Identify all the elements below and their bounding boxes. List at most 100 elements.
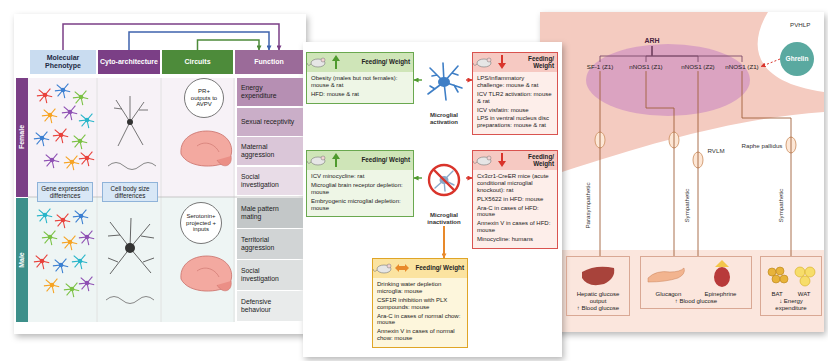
node-text: ICV visfatin: mouse	[477, 107, 553, 114]
column-header: Molecular Phenotype	[30, 50, 96, 74]
node-text: Feeding/ Weight	[361, 58, 410, 65]
node-text: PR+ outputs to AVPV	[188, 88, 220, 109]
left-panel-part	[14, 14, 306, 334]
node-text: Feeding/ Weight	[361, 156, 410, 163]
mouse-icon-part	[373, 264, 391, 273]
node-text: Epinephrine	[704, 291, 736, 298]
connector	[600, 46, 652, 62]
node-text: Microglial brain receptor depletion: mou…	[311, 182, 409, 196]
node-text: ↑ Blood glucose	[570, 305, 626, 312]
function-cell: Maternal aggression	[237, 137, 303, 165]
organ-illustrations	[582, 260, 815, 287]
function-cell: Male pattern mating	[237, 198, 303, 228]
box-headers	[307, 53, 558, 279]
neuron-label: SF-1 (Z1)	[581, 62, 619, 71]
node-text: Hepatic glucose output	[570, 291, 626, 305]
organ-illustrations-part	[772, 275, 780, 283]
box-header: Feeding/ Weight	[472, 150, 558, 170]
mouse-icon-part	[473, 156, 491, 165]
node-text: Molecular Phenotype	[32, 54, 94, 70]
node-text: ARH	[636, 37, 668, 45]
node-text: BAT	[772, 291, 783, 298]
sex-band: Male	[16, 198, 28, 322]
box-header: Feeding/ Weight	[472, 52, 558, 72]
microglia-state: Microglial activation	[422, 58, 466, 126]
molecular-neurons	[34, 84, 94, 297]
column-header: Cyto-architecture	[98, 50, 160, 74]
right-panel-part	[540, 250, 824, 332]
connector	[129, 32, 269, 50]
middle-panel-part	[303, 42, 562, 357]
evidence-box: Feeding/ WeightCx3cr1-CreER mice (acute …	[472, 150, 558, 249]
box-header: Feeding/ Weight	[372, 258, 468, 278]
node-text: nNOS1 (Z1)	[723, 63, 761, 70]
connector	[652, 46, 698, 62]
node-text: Maternal aggression	[241, 143, 299, 159]
molecular-neurons-part	[73, 210, 88, 224]
left-panel	[14, 14, 306, 334]
left-panel-part	[97, 78, 98, 322]
molecular-neurons-part	[62, 106, 77, 120]
left-panel-part	[234, 78, 235, 322]
cyto-neurons-part	[106, 297, 154, 304]
connector	[63, 24, 279, 50]
microglia-state: Microglial inactivation	[422, 150, 466, 226]
left-panel-part	[161, 78, 162, 322]
node-text: Ara-C in cases of normal chow: mouse	[377, 313, 463, 327]
node-text: Ghrelin	[786, 55, 809, 62]
neuron-label: nNOS1 (Z1)	[627, 62, 665, 71]
molecular-neurons-part	[55, 84, 70, 98]
mouse-icon-part-part	[477, 59, 491, 67]
molecular-neurons-part	[72, 255, 87, 269]
node-text: Annexin V in cases of normal chow: mouse	[377, 328, 463, 342]
cyto-neurons-part	[125, 243, 135, 253]
node-text: WAT	[798, 291, 811, 298]
mouse-icon-part-part	[487, 58, 491, 62]
column-header: Function	[235, 50, 303, 74]
right-panel-part	[540, 12, 824, 332]
neuron-label: nNOS1 (Z1)	[723, 62, 761, 71]
right-panel-part	[540, 12, 824, 176]
box-headers-part	[307, 151, 414, 171]
trend-arrow-icon-part	[498, 55, 506, 69]
connector	[742, 71, 791, 256]
box-headers-part	[473, 151, 558, 171]
function-cell: Sexual receptivity	[237, 108, 303, 136]
organ-illustrations-part	[776, 267, 784, 275]
node-text: Cyto-architecture	[100, 58, 158, 66]
brain-sagittal-part	[197, 143, 219, 152]
mouse-icon-part-part	[477, 157, 491, 165]
box-header: Feeding/ Weight	[306, 150, 414, 170]
molecular-neurons-part	[44, 154, 59, 168]
brain-sagittal-part	[197, 268, 219, 277]
molecular-neurons-part	[37, 209, 52, 223]
finding-tag: Gene expression differences	[37, 182, 93, 202]
node-text: Sexual receptivity	[241, 118, 294, 126]
neuron-soma	[595, 132, 796, 168]
organ-illustrations-part	[780, 275, 788, 283]
node-text: ↑ Blood glucose	[644, 298, 748, 305]
microglia-illustration	[428, 63, 462, 195]
node-text: Social investigation	[241, 173, 299, 189]
node-text: CSF1R inhibition with PLX compounds: mou…	[377, 297, 463, 311]
brain-sagittal-part	[181, 256, 232, 291]
node-text: Feeding/ Weight	[512, 55, 554, 69]
node-text: Obesity (males but not females): mouse &…	[311, 75, 409, 89]
mouse-icon-part-part	[311, 157, 325, 165]
function-cell: Defensive behaviour	[237, 291, 303, 321]
molecular-neurons-part	[44, 279, 59, 293]
microglia-illustration-part	[428, 63, 462, 100]
connector	[600, 71, 601, 256]
node-text: Serotonin+ projected + inputs	[184, 213, 218, 234]
node-text: LPS/inflammatory challenge: mouse & rat	[477, 75, 553, 89]
mouse-icon	[307, 58, 491, 273]
mouse-icon-part-part	[307, 63, 311, 65]
node-text: nNOS1 (Z2)	[679, 63, 717, 70]
pathway-label: RVLM	[708, 147, 725, 154]
box-body: LPS/inflammatory challenge: mouse & ratI…	[472, 72, 558, 135]
molecular-neurons-part	[55, 214, 70, 228]
left-panel-part	[28, 197, 235, 322]
node-text: Drinking water depletion microglia: mous…	[377, 281, 463, 295]
molecular-neurons-part	[53, 259, 68, 273]
evidence-box: Feeding/ WeightDrinking water depletion …	[372, 258, 468, 348]
